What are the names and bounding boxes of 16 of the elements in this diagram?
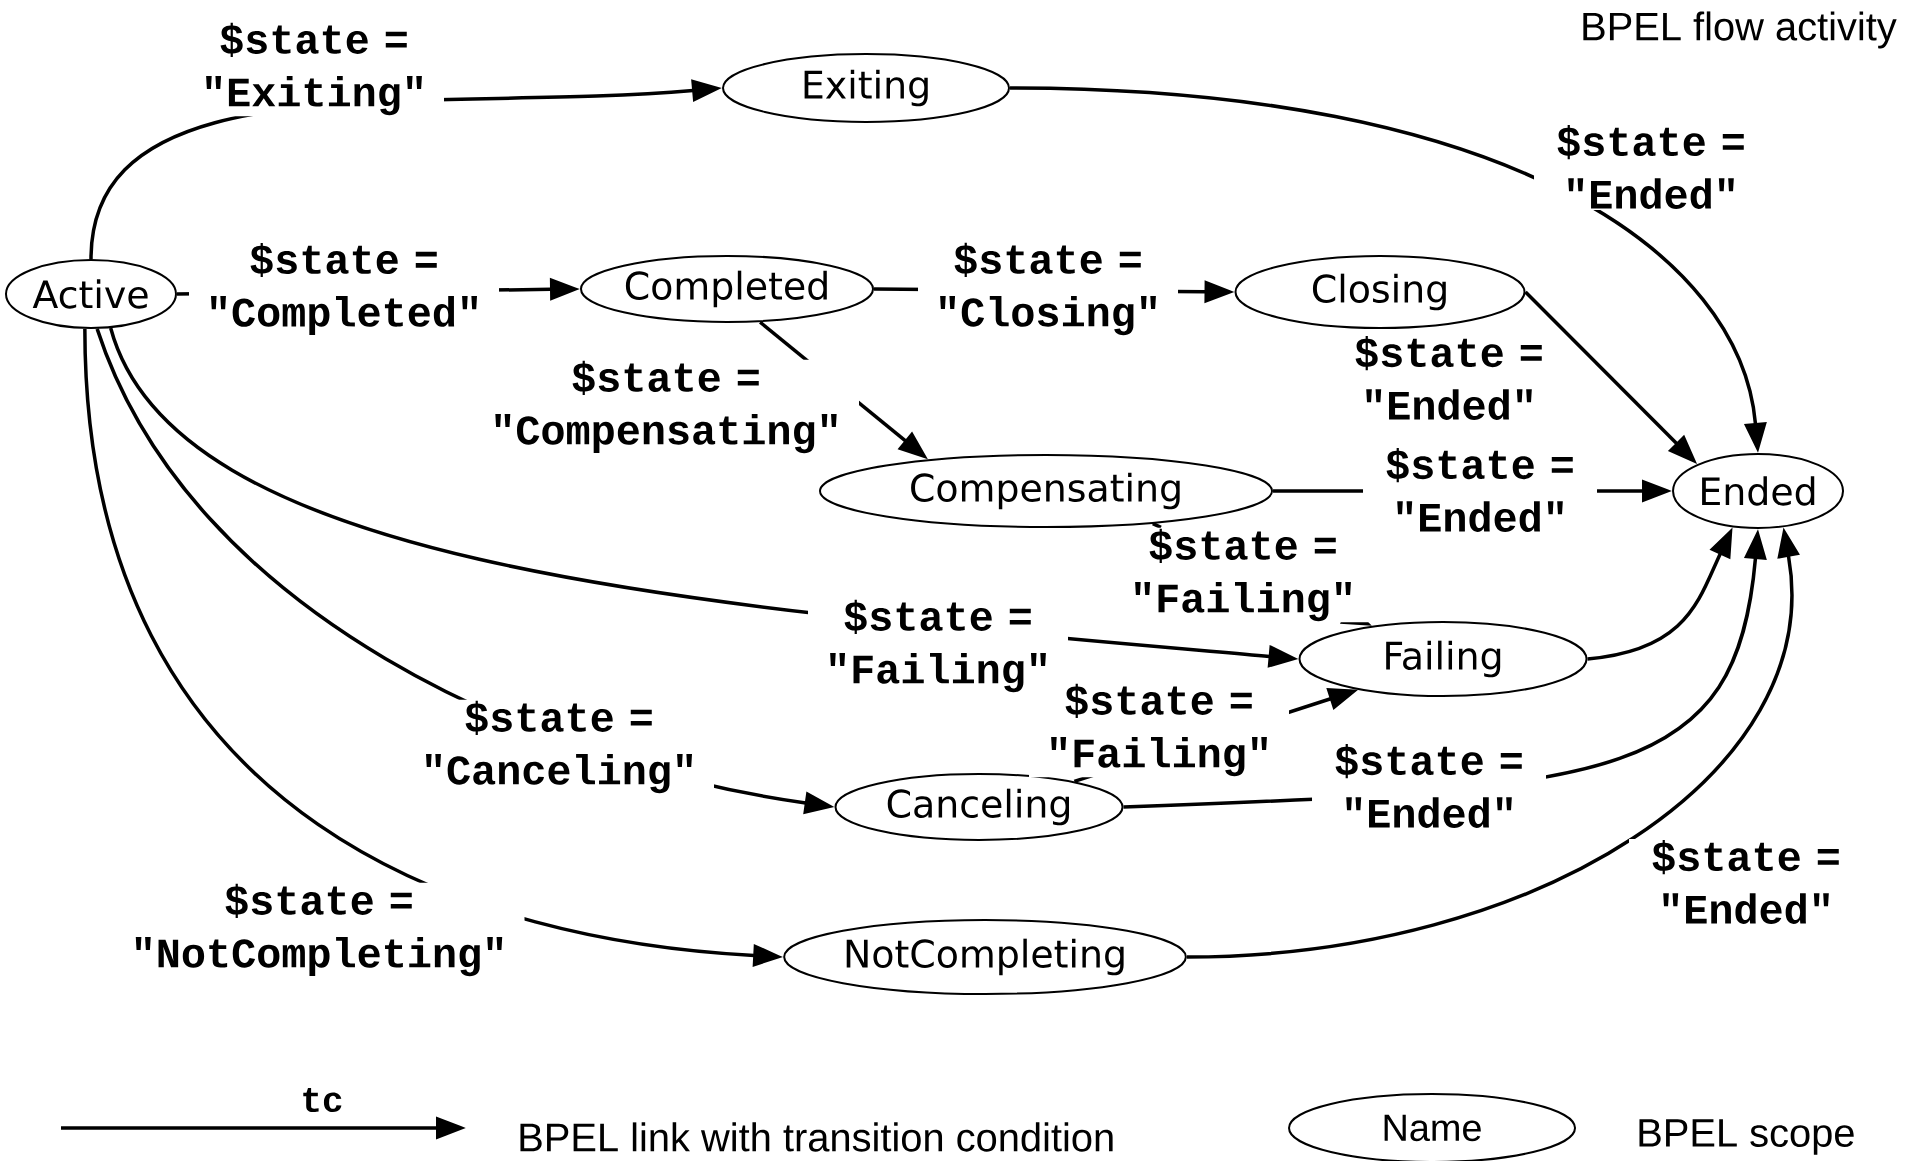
edge-label: $state = "Ended" (1312, 743, 1546, 829)
edge-label: $state = "Failing" (1113, 527, 1373, 623)
edge-label: $state = "Exiting" (184, 21, 444, 117)
title: BPEL flow activity (1583, 11, 1897, 49)
legend-ellipse-sample: Name (1288, 1093, 1576, 1161)
edge-label: $state = "Closing" (918, 241, 1178, 337)
edge-label: $state = "Ended" (1363, 447, 1597, 533)
edge-label: $state = "Completed" (189, 241, 499, 337)
edge-label: $state = "Ended" (1534, 124, 1768, 210)
edge-label: $state = "Ended" (1629, 839, 1863, 925)
legend-text: BPEL scope (1639, 1119, 1854, 1155)
edge-label: $state = "NotCompleting" (113, 882, 525, 978)
edge-label: $state = "Compensating" (473, 359, 859, 455)
edge-label: $state = "Canceling" (404, 699, 714, 795)
edge-label: $state = "Ended" (1332, 335, 1566, 421)
legend-text: BPEL link with transition condition (520, 1122, 1113, 1152)
